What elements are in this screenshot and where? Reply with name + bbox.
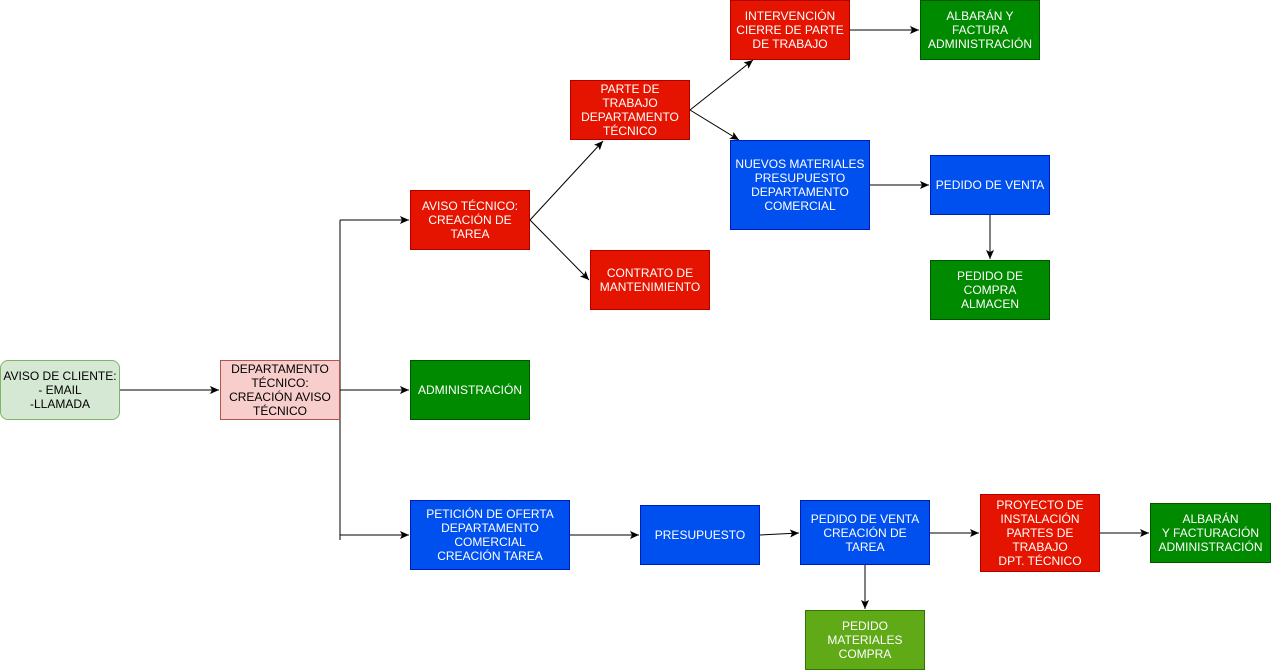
node-aviso-cliente[interactable]: AVISO DE CLIENTE: - EMAIL -LLAMADA [0, 360, 120, 420]
node-administracion[interactable]: ADMINISTRACIÓN [410, 360, 530, 420]
node-aviso-tecnico[interactable]: AVISO TÉCNICO: CREACIÓN DE TAREA [410, 190, 530, 250]
node-departamento-tecnico[interactable]: DEPARTAMENTO TÉCNICO: CREACIÓN AVISO TÉC… [220, 360, 340, 420]
node-nuevos-materiales[interactable]: NUEVOS MATERIALES PRESUPUESTO DEPARTAMEN… [730, 140, 870, 230]
node-intervencion[interactable]: INTERVENCIÓN CIERRE DE PARTE DE TRABAJO [730, 0, 850, 60]
node-pedido-materiales[interactable]: PEDIDO MATERIALES COMPRA [805, 610, 925, 670]
edge-parte-trabajo-to-nuevos-materiales [689, 109, 740, 141]
node-parte-trabajo[interactable]: PARTE DE TRABAJO DEPARTAMENTO TÉCNICO [570, 80, 690, 140]
node-presupuesto[interactable]: PRESUPUESTO [640, 505, 760, 565]
node-pedido-venta-tarea[interactable]: PEDIDO DE VENTA CREACIÓN DE TAREA [800, 500, 930, 565]
node-contrato-mantenimiento[interactable]: CONTRATO DE MANTENIMIENTO [590, 250, 710, 310]
edge-parte-trabajo-to-intervencion [689, 59, 754, 111]
node-pedido-compra[interactable]: PEDIDO DE COMPRA ALMACEN [930, 260, 1050, 320]
node-proyecto-instalacion[interactable]: PROYECTO DE INSTALACIÓN PARTES DE TRABAJ… [980, 494, 1100, 572]
edge-aviso-tecnico-to-contrato [529, 219, 590, 281]
node-albaran-facturacion[interactable]: ALBARÁN Y FACTURACIÓN ADMINISTRACIÓN [1150, 503, 1271, 563]
edge-aviso-tecnico-to-parte-trabajo [529, 140, 604, 221]
node-pedido-venta[interactable]: PEDIDO DE VENTA [930, 155, 1050, 215]
edge-presupuesto-to-pedido-venta-tarea [759, 529, 800, 538]
node-albaran-factura[interactable]: ALBARÁN Y FACTURA ADMINISTRACIÓN [920, 0, 1040, 60]
node-peticion-oferta[interactable]: PETICIÓN DE OFERTA DEPARTAMENTO COMERCIA… [410, 500, 570, 570]
